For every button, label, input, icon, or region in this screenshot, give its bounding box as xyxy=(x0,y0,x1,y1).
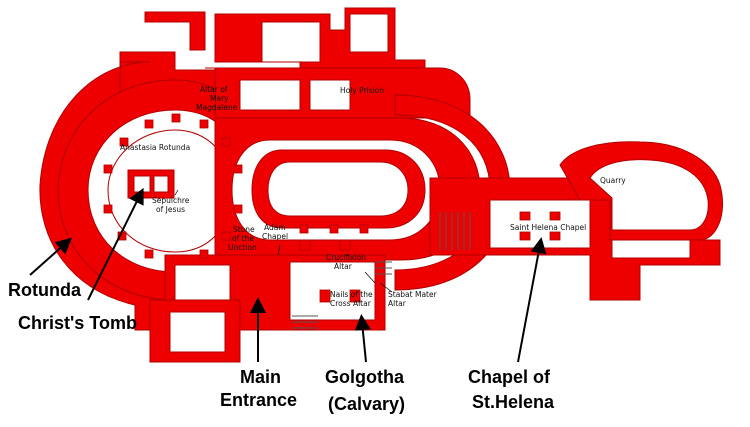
label-sepulchre-1: Sepulchre xyxy=(152,196,190,205)
stairs xyxy=(292,212,471,329)
label-holy-prision: Holy Prision xyxy=(340,86,384,95)
edicule xyxy=(127,169,175,199)
callout-rotunda: Rotunda xyxy=(8,280,82,300)
label-altar-mary-2: Mary xyxy=(210,94,229,103)
label-altar-mary-3: Magdalene xyxy=(196,103,238,112)
label-crucifixion-1: Crucifixion xyxy=(326,253,366,262)
label-adam-2: Chapel xyxy=(262,232,288,241)
label-stabat-1: Stabat Mater xyxy=(388,290,438,299)
label-adam-1: Adam xyxy=(264,223,286,232)
label-nails-1: Nails of the xyxy=(330,290,373,299)
callout-main-entrance-2: Entrance xyxy=(220,390,297,410)
label-stone-1: Stone xyxy=(233,225,255,234)
callout-golgotha-2: (Calvary) xyxy=(328,394,405,414)
label-altar-mary-1: Altar of xyxy=(200,85,228,94)
label-stone-2: of the xyxy=(232,234,254,243)
callout-golgotha-1: Golgotha xyxy=(325,367,405,387)
label-sepulchre-2: of Jesus xyxy=(156,205,185,214)
arrow-golgotha xyxy=(354,314,371,363)
label-pointers xyxy=(174,189,393,293)
label-nails-2: Cross Altar xyxy=(330,299,372,308)
label-stabat-2: Altar xyxy=(388,299,407,308)
label-quarry: Quarry xyxy=(600,176,626,185)
arrow-chapel-helena xyxy=(517,237,547,363)
label-crucifixion-2: Altar xyxy=(334,262,353,271)
label-anastasia-rotunda: Anastasia Rotunda xyxy=(120,143,190,152)
callout-chapel-helena-1: Chapel of xyxy=(468,367,551,387)
label-saint-helena-chapel: Saint Helena Chapel xyxy=(510,223,586,232)
callout-labels: Rotunda Christ's Tomb Main Entrance Golg… xyxy=(8,280,555,414)
callout-arrows xyxy=(29,187,547,363)
arrow-rotunda xyxy=(29,237,72,276)
callout-main-entrance-1: Main xyxy=(240,367,281,387)
rotunda-pillars xyxy=(103,113,561,303)
arrow-christs-tomb xyxy=(87,187,144,301)
callout-chapel-helena-2: St.Helena xyxy=(472,392,555,412)
callout-christs-tomb: Christ's Tomb xyxy=(18,313,137,333)
plan-labels: Anastasia Rotunda Altar of Mary Magdalen… xyxy=(120,85,626,308)
label-stone-3: Unction xyxy=(228,243,257,252)
